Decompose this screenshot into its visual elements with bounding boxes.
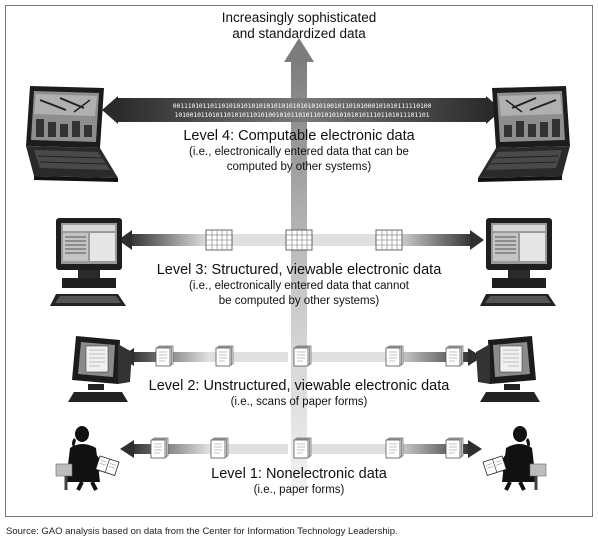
level-1-title: Level 1: Nonelectronic data (211, 466, 387, 482)
document-stack-icon (385, 437, 404, 459)
document-stack-icon (150, 437, 169, 459)
top-label-line2: and standardized data (232, 26, 366, 41)
crt-monitor-icon (475, 335, 541, 403)
desktop-computer-icon (479, 217, 557, 307)
document-stack-icon (293, 345, 312, 367)
structured-form-icon (205, 229, 233, 251)
level-2-desc-1: (i.e., scans of paper forms) (230, 396, 368, 408)
level-2-row (67, 335, 541, 403)
top-label-line1: Increasingly sophisticated (221, 10, 377, 25)
level-4-title: Level 4: Computable electronic data (183, 128, 415, 144)
document-stack-icon (215, 345, 234, 367)
document-stack-icon (210, 437, 229, 459)
laptop-icon (477, 85, 571, 183)
level-2-title: Level 2: Unstructured, viewable electron… (148, 378, 450, 394)
document-stack-icon (293, 437, 312, 459)
person-reading-icon (480, 424, 548, 492)
binary-row-2: 1010010110101101010110101001010110101101… (175, 111, 430, 119)
source-note: Source: GAO analysis based on data from … (6, 526, 398, 537)
sophistication-arrow (284, 38, 314, 488)
structured-form-icon (285, 229, 313, 251)
level-4-label: Level 4: Computable electronic data (i.e… (126, 128, 472, 175)
document-stack-icon (155, 345, 174, 367)
structured-form-icon (375, 229, 403, 251)
level-3-title: Level 3: Structured, viewable electronic… (156, 262, 442, 278)
figure-frame: 0011101011011010101010101010101010101010… (5, 5, 593, 517)
level-3-label: Level 3: Structured, viewable electronic… (116, 262, 482, 309)
level-2-label: Level 2: Unstructured, viewable electron… (116, 378, 482, 410)
level-3-row (49, 217, 557, 307)
document-stack-icon (445, 437, 464, 459)
level-4-row: 0011101011011010101010101010101010101010… (25, 85, 571, 183)
document-stack-icon (385, 345, 404, 367)
data-levels-diagram: 0011101011011010101010101010101010101010… (25, 38, 571, 492)
person-reading-icon (54, 424, 122, 492)
level-4-desc-2: computed by other systems) (226, 161, 372, 173)
level-1-label: Level 1: Nonelectronic data (i.e., paper… (156, 466, 442, 498)
desktop-computer-icon (49, 217, 127, 307)
top-label: Increasingly sophisticated and standardi… (186, 10, 412, 42)
laptop-icon (25, 85, 119, 183)
level-4-desc-1: (i.e., electronically entered data that … (189, 146, 409, 158)
document-stack-icon (445, 345, 464, 367)
level-1-row (54, 424, 548, 492)
level-1-desc-1: (i.e., paper forms) (253, 484, 345, 496)
binary-row-1: 0011101011011010101010101010101010101010… (173, 102, 432, 110)
level-3-desc-1: (i.e., electronically entered data that … (189, 280, 409, 292)
level-3-desc-2: be computed by other systems) (218, 295, 380, 307)
